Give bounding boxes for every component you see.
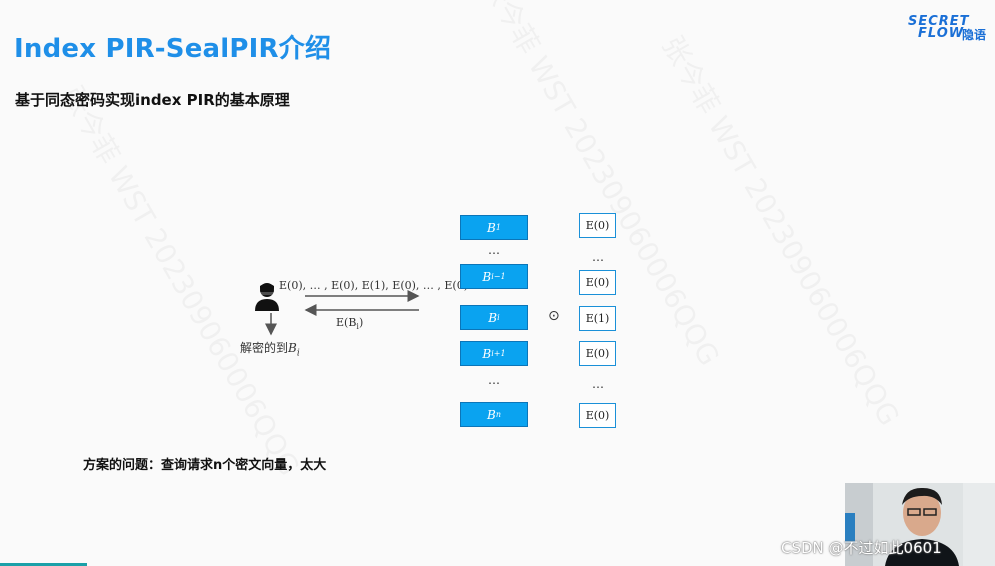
hadamard-operator: ⊙ [548, 308, 560, 324]
ellipsis: … [592, 250, 604, 264]
progress-bar [0, 563, 87, 566]
decrypt-label: 解密的到Bi [240, 341, 300, 359]
problem-statement: 方案的问题：查询请求n个密文向量，太大 [83, 458, 327, 473]
query-ciphertext: E(0) [579, 270, 616, 295]
query-ciphertext: E(0) [579, 403, 616, 428]
watermark: 张今菲 WST 202309060006QQG [654, 28, 911, 432]
ellipsis: … [488, 373, 500, 387]
speaker-portrait [845, 483, 995, 566]
ellipsis: … [488, 243, 500, 257]
ellipsis: … [592, 377, 604, 391]
speaker-video[interactable] [845, 483, 995, 566]
response-label: E(Bi) [336, 316, 364, 332]
slide-title: Index PIR-SealPIR介绍 [14, 34, 332, 64]
csdn-watermark: CSDN @不过如此0601 [781, 539, 942, 557]
query-ciphertext: E(0) [579, 213, 616, 238]
secretflow-logo: SECRET FLOW 隐语 [908, 14, 987, 42]
watermark: 张今菲 WST 202309060006QQG [54, 78, 311, 482]
query-ciphertext: E(1) [579, 306, 616, 331]
user-icon [255, 283, 279, 311]
query-label: E(0), … , E(0), E(1), E(0), … , E(0) [279, 279, 469, 292]
slide-subtitle: 基于同态密码实现index PIR的基本原理 [15, 91, 290, 109]
query-ciphertext: E(0) [579, 341, 616, 366]
